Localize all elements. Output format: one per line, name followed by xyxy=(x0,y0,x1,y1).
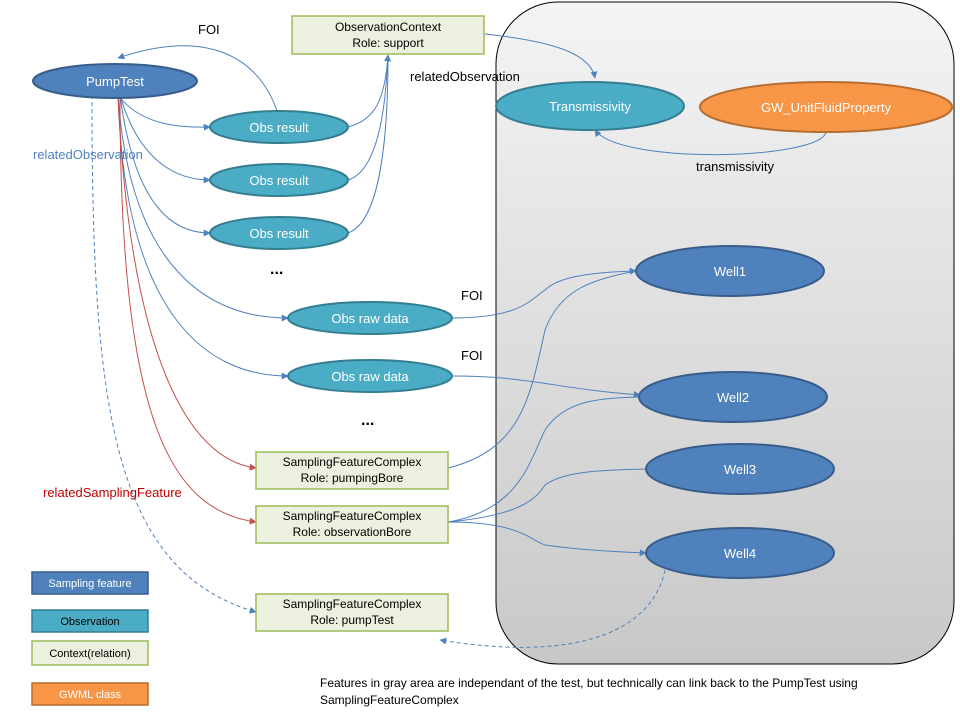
box-title: SamplingFeatureComplex xyxy=(283,597,422,611)
legend-sampling-feature: Sampling feature xyxy=(31,571,149,595)
edge-well4-sfcpumptest xyxy=(439,569,666,648)
edge-gwunit-transmissivity xyxy=(594,129,827,156)
edge-pumptest-obsresult-1 xyxy=(117,94,211,131)
node-label: Obs result xyxy=(249,173,309,188)
legend-label: Sampling feature xyxy=(48,578,131,590)
edge-label-foi-raw-1: FOI xyxy=(461,288,483,303)
box-role: Role: pumpTest xyxy=(310,613,394,627)
edge-pumptest-obsraw-2 xyxy=(117,94,289,380)
edge-label-foi-raw-2: FOI xyxy=(461,348,483,363)
legend-context: Context(relation) xyxy=(31,640,149,666)
edge-label-transmissivity: transmissivity xyxy=(696,159,775,174)
box-observation-context[interactable]: ObservationContext Role: support xyxy=(291,15,485,55)
edge-sfcobs-well3 xyxy=(447,468,647,523)
edge-obsraw2-well2 xyxy=(451,375,641,399)
node-well1[interactable]: Well1 xyxy=(635,245,825,297)
node-obs-result-1[interactable]: Obs result xyxy=(209,110,349,144)
edge-obsresult3-context xyxy=(347,54,389,234)
edge-label-related-sampling-feature: relatedSamplingFeature xyxy=(43,485,182,500)
node-label: Well1 xyxy=(714,264,746,279)
box-sfc-pumping-bore[interactable]: SamplingFeatureComplex Role: pumpingBore xyxy=(255,451,449,490)
edge-obsraw1-well1 xyxy=(451,267,637,319)
legend-gwml-class: GWML class xyxy=(31,682,149,706)
node-label: Well2 xyxy=(717,390,749,405)
edge-pumptest-sfcobs xyxy=(119,94,257,525)
independent-gray-area xyxy=(495,1,955,665)
node-label: PumpTest xyxy=(86,74,144,89)
node-obs-raw-2[interactable]: Obs raw data xyxy=(287,359,453,393)
edge-pumptest-obsresult-2 xyxy=(119,94,211,184)
node-well2[interactable]: Well2 xyxy=(638,371,828,423)
edge-sfcobs-well4 xyxy=(447,521,647,557)
edge-sfcobs-well2 xyxy=(447,396,641,523)
legend-observation: Observation xyxy=(31,609,149,633)
legend: Sampling feature Observation Context(rel… xyxy=(31,571,149,706)
ellipsis-obs-raw: ... xyxy=(361,412,374,429)
edges xyxy=(91,33,827,648)
edge-label-foi-top: FOI xyxy=(198,22,220,37)
box-title: ObservationContext xyxy=(335,20,442,34)
edge-label-related-observation-right: relatedObservation xyxy=(410,69,520,84)
node-well3[interactable]: Well3 xyxy=(645,443,835,495)
ellipsis-obs-results: ... xyxy=(270,261,283,278)
node-label: Transmissivity xyxy=(549,99,631,114)
node-well4[interactable]: Well4 xyxy=(645,527,835,579)
node-pumptest[interactable]: PumpTest xyxy=(32,63,198,99)
node-obs-raw-1[interactable]: Obs raw data xyxy=(287,301,453,335)
box-title: SamplingFeatureComplex xyxy=(283,509,422,523)
edge-label-related-observation-left: relatedObservation xyxy=(33,147,143,162)
box-role: Role: support xyxy=(352,36,424,50)
edge-sfcpumping-well1 xyxy=(447,270,637,469)
box-sfc-observation-bore[interactable]: SamplingFeatureComplex Role: observation… xyxy=(255,505,449,544)
box-role: Role: observationBore xyxy=(293,525,412,539)
node-label: Obs raw data xyxy=(331,311,409,326)
node-label: Well4 xyxy=(724,546,756,561)
edge-pumptest-sfcpumptest xyxy=(91,94,257,614)
node-gw-unitfluidproperty[interactable]: GW_UnitFluidProperty xyxy=(699,81,953,133)
node-label: Obs result xyxy=(249,226,309,241)
edge-pumptest-obsraw-1 xyxy=(117,94,289,322)
node-obs-result-3[interactable]: Obs result xyxy=(209,216,349,250)
node-obs-result-2[interactable]: Obs result xyxy=(209,163,349,197)
footnote: Features in gray area are independant of… xyxy=(320,676,858,707)
node-label: Obs result xyxy=(249,120,309,135)
legend-label: GWML class xyxy=(59,689,121,701)
edge-context-transmissivity xyxy=(484,33,598,79)
node-transmissivity[interactable]: Transmissivity xyxy=(495,81,685,131)
edge-pumptest-obsresult-3 xyxy=(119,94,211,237)
box-role: Role: pumpingBore xyxy=(301,471,404,485)
edge-foi-obsresult-pumptest xyxy=(117,45,281,121)
edge-obsresult2-context xyxy=(347,54,389,181)
box-sfc-pumptest[interactable]: SamplingFeatureComplex Role: pumpTest xyxy=(255,593,449,632)
node-label: GW_UnitFluidProperty xyxy=(761,100,892,115)
legend-label: Observation xyxy=(60,616,119,628)
node-label: Obs raw data xyxy=(331,369,409,384)
box-title: SamplingFeatureComplex xyxy=(283,455,422,469)
edge-pumptest-sfcpumping xyxy=(117,94,257,471)
legend-label: Context(relation) xyxy=(49,648,130,660)
node-label: Well3 xyxy=(724,462,756,477)
